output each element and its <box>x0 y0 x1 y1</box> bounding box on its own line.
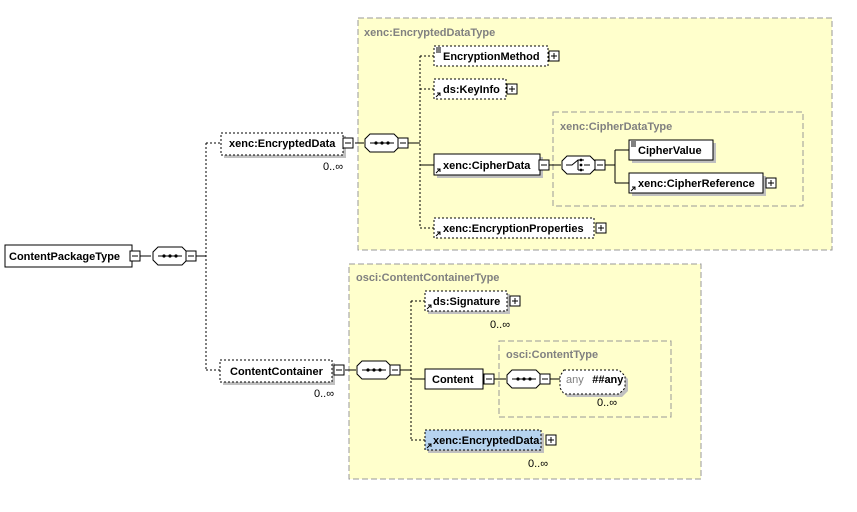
encrypted-data-node[interactable]: xenc:EncryptedData 0..∞ <box>220 132 354 173</box>
content-container-cardinality: 0..∞ <box>314 388 334 400</box>
encrypted-data-label: xenc:EncryptedData <box>229 138 336 150</box>
collapse-icon[interactable] <box>185 250 197 262</box>
expand-icon[interactable] <box>545 434 557 446</box>
expand-icon[interactable] <box>506 83 518 95</box>
collapse-icon[interactable] <box>342 137 354 149</box>
expand-icon[interactable] <box>548 50 560 62</box>
content-container-type-label: osci:ContentContainerType <box>356 272 499 284</box>
key-info-node[interactable]: ds:KeyInfo <box>433 78 518 100</box>
encryption-properties-label: xenc:EncryptionProperties <box>443 223 584 235</box>
reference-arrow-icon <box>435 168 441 174</box>
collapse-icon[interactable] <box>539 373 551 385</box>
signature-label: ds:Signature <box>433 296 500 308</box>
content-type-label: osci:ContentType <box>506 349 598 361</box>
reference-arrow-icon <box>426 304 432 310</box>
collapse-icon[interactable] <box>538 159 550 171</box>
any-namespace: ##any <box>592 374 624 386</box>
cipher-data-node[interactable]: xenc:CipherData <box>433 153 550 178</box>
expand-icon[interactable] <box>509 295 521 307</box>
encryption-method-label: EncryptionMethod <box>443 51 540 63</box>
cipher-data-type-box: xenc:CipherDataType <box>552 111 804 207</box>
cipher-reference-label: xenc:CipherReference <box>638 178 755 190</box>
content-container-node[interactable]: ContentContainer 0..∞ <box>219 359 345 400</box>
signature-cardinality: 0..∞ <box>490 319 510 331</box>
content-package-type-label: ContentPackageType <box>9 251 120 263</box>
cipher-data-label: xenc:CipherData <box>443 160 531 172</box>
cipher-value-label: CipherValue <box>638 145 702 157</box>
reference-arrow-icon <box>435 92 441 98</box>
collapse-icon[interactable] <box>397 137 409 149</box>
documentation-icon <box>436 47 441 53</box>
cipher-value-node[interactable]: CipherValue <box>628 139 716 163</box>
cipher-data-choice-compositor <box>561 155 606 175</box>
collapse-icon[interactable] <box>333 364 345 376</box>
encrypted-data-sequence-compositor <box>364 133 409 153</box>
any-cardinality: 0..∞ <box>597 397 617 409</box>
content-container-label: ContentContainer <box>230 366 324 378</box>
collapse-icon[interactable] <box>129 250 141 262</box>
cipher-reference-node[interactable]: xenc:CipherReference <box>628 172 777 196</box>
any-prefix: any <box>566 374 584 386</box>
content-sequence-compositor <box>506 369 551 389</box>
content-container-sequence-compositor <box>356 360 401 380</box>
encryption-properties-node[interactable]: xenc:EncryptionProperties <box>433 217 607 239</box>
collapse-icon[interactable] <box>483 373 495 385</box>
encrypted-data-type-box: xenc:EncryptedDataType <box>357 17 833 251</box>
collapse-icon[interactable] <box>389 364 401 376</box>
content-label: Content <box>432 374 474 386</box>
signature-node[interactable]: ds:Signature 0..∞ <box>424 290 521 331</box>
reference-arrow-icon <box>630 186 636 192</box>
key-info-label: ds:KeyInfo <box>443 84 500 96</box>
content-node[interactable]: Content <box>424 368 495 390</box>
any-wildcard-label: any ##any <box>566 370 624 387</box>
expand-icon[interactable] <box>765 177 777 189</box>
reference-arrow-icon <box>435 231 441 237</box>
documentation-icon <box>631 141 636 147</box>
root-sequence-compositor <box>152 246 197 266</box>
collapse-icon[interactable] <box>594 159 606 171</box>
encrypted-data-type-label: xenc:EncryptedDataType <box>364 27 495 39</box>
encrypted-data-selected-node[interactable]: xenc:EncryptedData 0..∞ <box>424 429 557 470</box>
expand-icon[interactable] <box>595 222 607 234</box>
cipher-data-type-label: xenc:CipherDataType <box>560 121 672 133</box>
encrypted-data-selected-cardinality: 0..∞ <box>528 458 548 470</box>
encrypted-data-cardinality: 0..∞ <box>323 161 343 173</box>
encrypted-data-selected-label: xenc:EncryptedData <box>433 435 540 447</box>
content-package-type-node[interactable]: ContentPackageType <box>4 244 141 268</box>
any-wildcard-node[interactable]: any ##any 0..∞ <box>559 369 628 409</box>
connectors <box>140 55 629 441</box>
content-type-box: osci:ContentType <box>498 340 672 418</box>
encryption-method-node[interactable]: EncryptionMethod <box>433 45 560 67</box>
reference-arrow-icon <box>426 443 432 449</box>
